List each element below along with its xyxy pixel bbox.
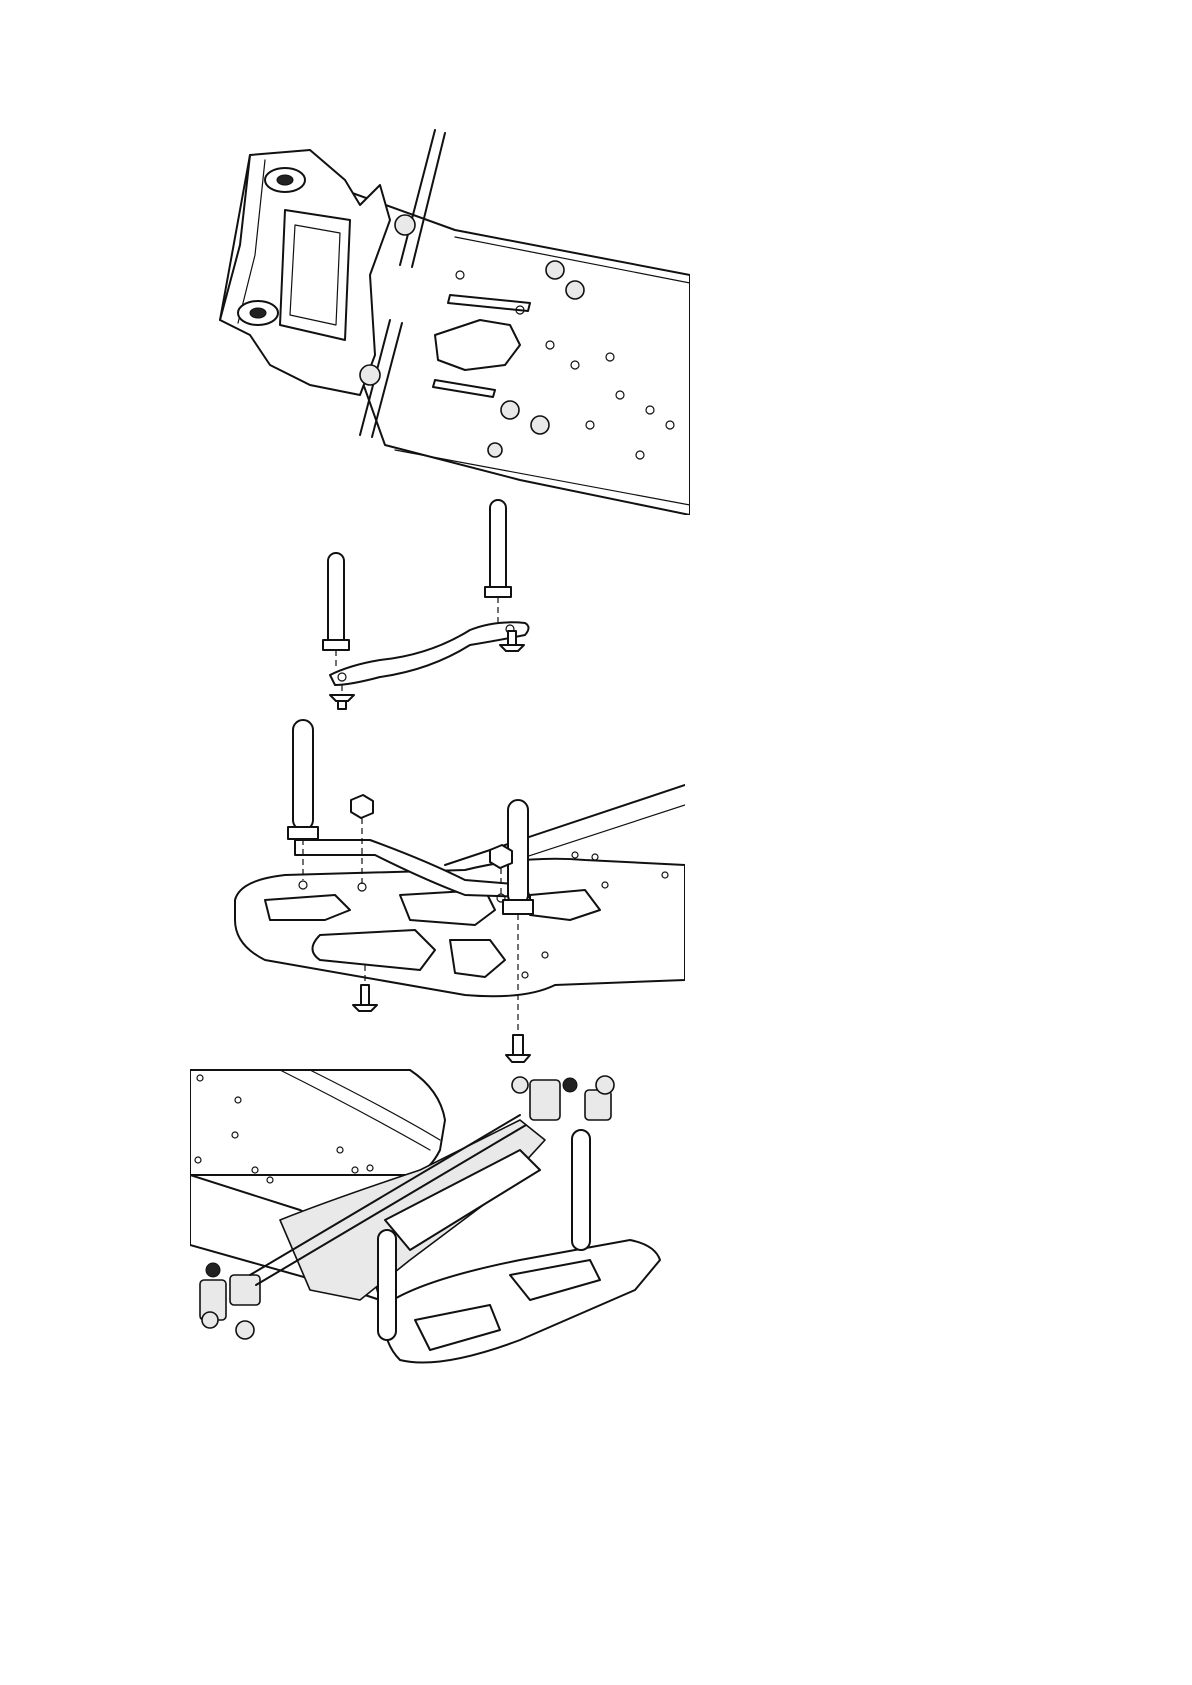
brace-bar [330,622,529,685]
step-4-illustration [190,1060,695,1410]
screw-left-shank [361,985,369,1005]
screw-right-shank [513,1035,523,1055]
mount-2 [566,281,584,299]
bumper-plate-drawing [225,715,685,1070]
mount-3 [501,401,519,419]
mount-4 [531,416,549,434]
step-2-illustration [320,495,580,710]
step-1-illustration [210,125,690,515]
page-bottom-edge [0,1676,1192,1685]
mount-5 [488,443,502,457]
screw-left-shank [338,701,346,709]
post-right-collar [485,587,511,597]
main-plate [190,1070,445,1175]
front-end-drawing [190,1060,695,1410]
screw-left-head [353,1005,377,1011]
post-left-collar [323,640,349,650]
screw-right-shank [508,631,516,645]
brace-posts-drawing [320,495,580,710]
body-post-left [378,1230,396,1340]
front-bumper [384,1240,660,1363]
steering-knuckle-right [512,1076,614,1120]
mount-1 [546,261,564,279]
post-right-collar [503,900,533,914]
nut-left [351,795,373,818]
post-right [490,500,506,595]
post-left-collar [288,827,318,839]
post-left [328,553,344,648]
nut-right [490,845,512,868]
post-left [293,720,313,830]
chassis-rear-drawing [210,125,690,515]
pivot-ball-1 [395,215,415,235]
body-post-right [572,1130,590,1250]
pivot-ball-2 [360,365,380,385]
step-3-illustration [225,715,685,1070]
